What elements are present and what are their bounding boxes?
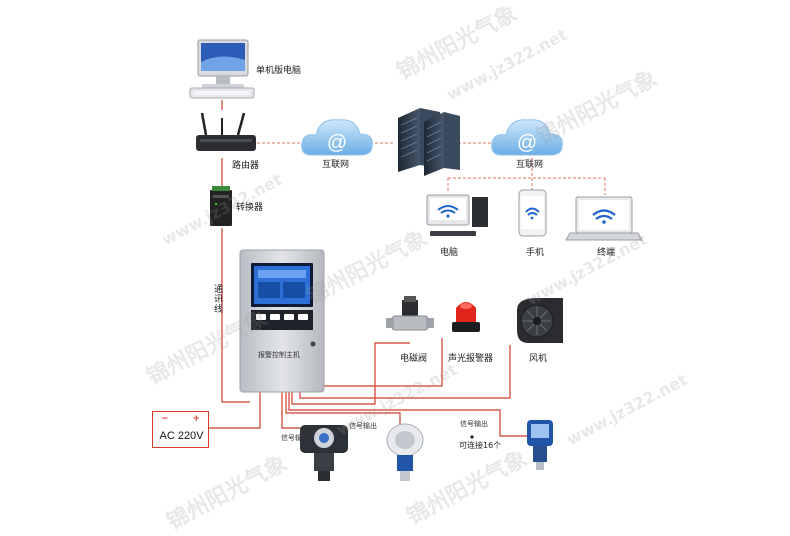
- connection-lines: [209, 100, 606, 437]
- power-line: [209, 392, 261, 429]
- cloud-left-icon: @: [301, 119, 373, 156]
- fan-label: 风机: [529, 354, 548, 364]
- power-supply-label: AC 220V: [159, 430, 204, 442]
- valve-label: 电磁阀: [400, 354, 428, 364]
- gas-detector-3-icon: [527, 420, 553, 470]
- gas-detector-2-icon: [386, 423, 424, 481]
- internet-right-label: 互联网: [516, 160, 544, 170]
- phone-label: 手机: [526, 248, 545, 258]
- internet-left-label: 互联网: [322, 160, 350, 170]
- desktop-computer-icon: [426, 194, 488, 236]
- router-label: 路由器: [232, 161, 260, 171]
- detector-line-2: [285, 392, 401, 428]
- pc-icon: [189, 39, 255, 99]
- comm-line-label: 通讯线: [212, 284, 222, 314]
- alarm-light-icon: [452, 302, 480, 332]
- signal-label-3: 信号输出: [460, 420, 488, 428]
- signal-label-2: 信号输出: [349, 422, 377, 430]
- panel-to-valve-line: [291, 342, 410, 405]
- solenoid-valve-icon: [386, 296, 434, 331]
- server-rack-icon: [398, 108, 460, 176]
- converter-label: 转换器: [236, 203, 264, 213]
- converter-icon: [210, 186, 232, 226]
- fan-icon: [517, 298, 563, 343]
- pc-label: 单机版电脑: [256, 66, 302, 76]
- alarm-label: 声光报警器: [448, 354, 494, 364]
- power-supply-box: − + AC 220V: [152, 411, 209, 448]
- detector-line-3: [288, 392, 530, 437]
- phone-icon: [518, 189, 547, 237]
- laptop-label: 终端: [597, 248, 616, 258]
- gas-detector-1-icon: [300, 425, 348, 481]
- panel-to-fan-line: [299, 345, 511, 399]
- comm-line: [221, 228, 250, 403]
- router-icon: [196, 112, 256, 151]
- connect-label: 可连接16个: [459, 441, 502, 450]
- plus-sign: +: [192, 414, 200, 424]
- signal-label-1: 信号输出: [281, 434, 309, 442]
- cloud-right-icon: @: [491, 119, 563, 156]
- svg-text:@: @: [517, 132, 537, 154]
- minus-sign: −: [161, 414, 169, 424]
- computer-label: 电脑: [440, 248, 459, 258]
- connect-dot: [470, 435, 474, 439]
- control-panel-icon: [239, 249, 325, 393]
- svg-text:@: @: [327, 132, 347, 154]
- laptop-icon: [565, 196, 643, 241]
- panel-label: 报警控制主机: [258, 351, 300, 359]
